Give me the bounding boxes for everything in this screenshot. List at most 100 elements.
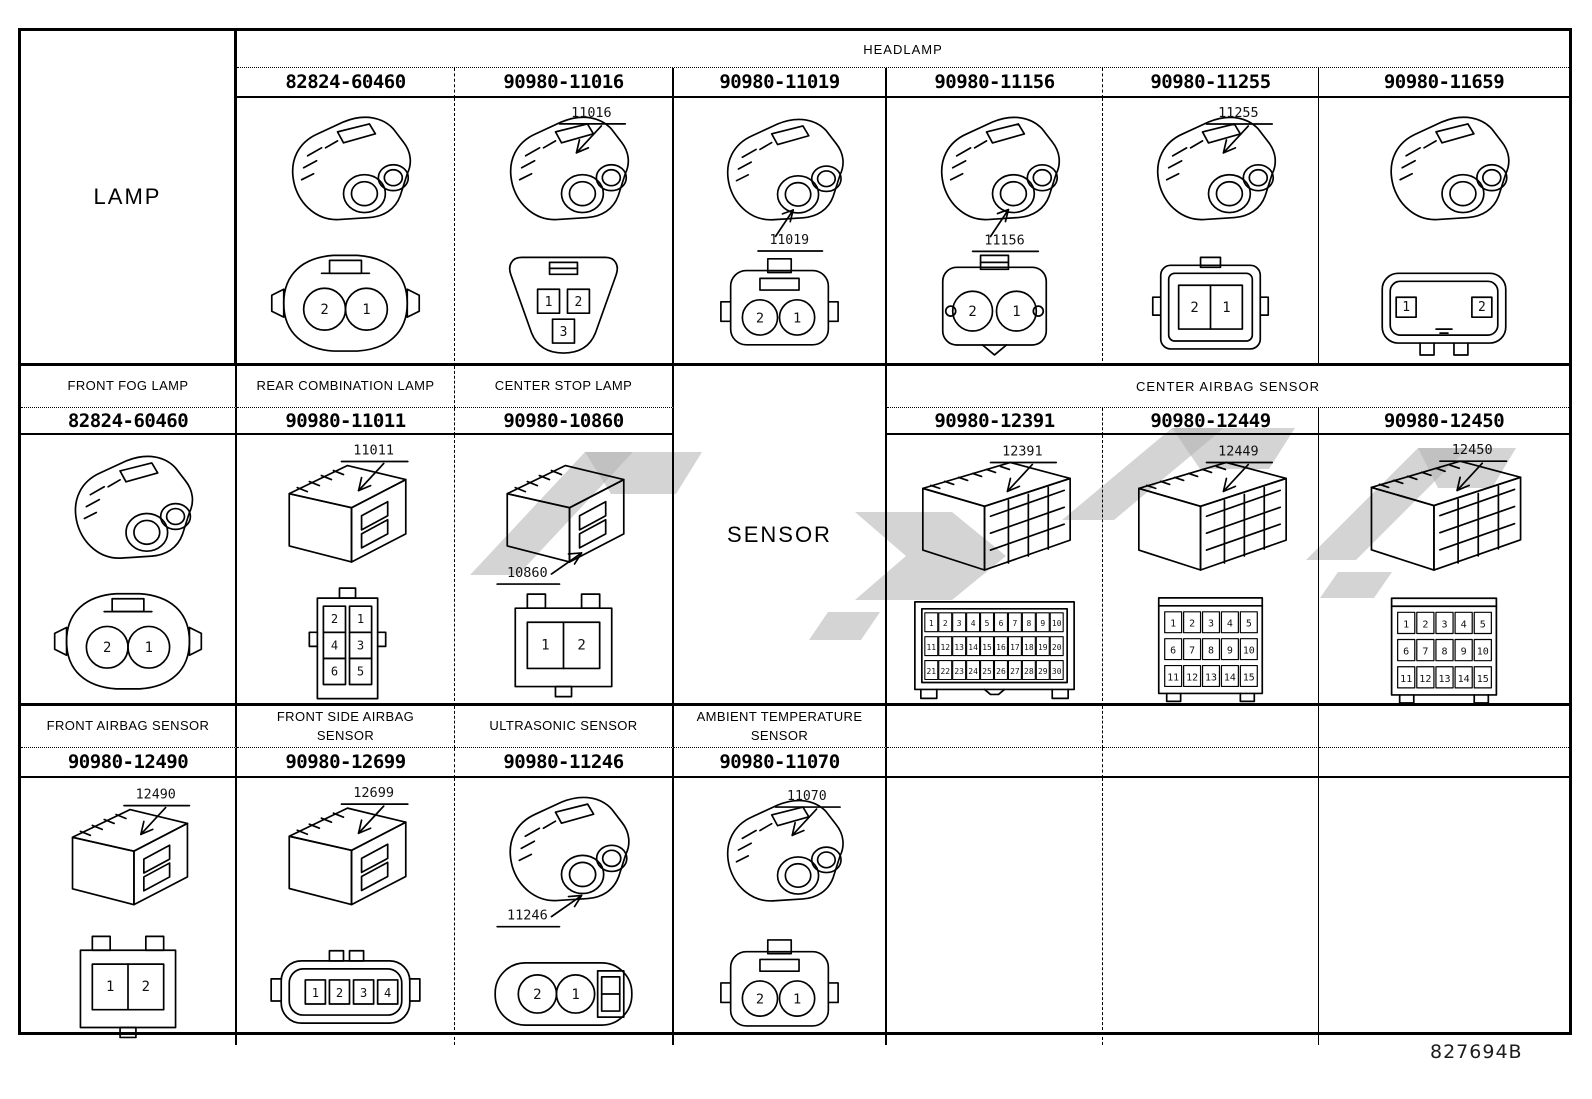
svg-text:1: 1 [1402,300,1410,315]
svg-text:11: 11 [1167,672,1179,683]
row-label-lamp: LAMP [21,31,237,366]
category-label: AMBIENT TEMPERATURE SENSOR [696,709,863,743]
svg-text:12490: 12490 [136,788,176,803]
svg-text:5: 5 [357,664,364,678]
svg-text:6: 6 [331,664,338,678]
svg-text:1: 1 [145,640,153,656]
svg-text:11019: 11019 [769,233,809,248]
svg-text:2: 2 [1190,300,1198,316]
svg-text:2: 2 [1189,619,1195,630]
svg-text:4: 4 [1227,619,1233,630]
empty-cell [1103,748,1319,778]
svg-text:10: 10 [1052,619,1062,628]
svg-text:7: 7 [1189,646,1195,657]
svg-text:8: 8 [1208,646,1214,657]
part-number: 90980-11246 [503,751,624,773]
svg-text:28: 28 [1024,667,1034,676]
category-label: CENTER STOP LAMP [494,378,633,394]
category-label: FRONT SIDE AIRBAG SENSOR [276,709,415,743]
svg-text:30: 30 [1052,667,1062,676]
category-label: FRONT AIRBAG SENSOR [46,718,210,734]
part-number: 90980-11070 [719,751,840,773]
part-number: 90980-12449 [1150,409,1271,432]
svg-text:2: 2 [577,637,585,653]
svg-text:1: 1 [357,612,364,626]
svg-text:3: 3 [1208,619,1214,630]
svg-text:15: 15 [982,643,992,652]
svg-text:1: 1 [1170,619,1176,630]
svg-text:15: 15 [1477,674,1489,685]
svg-text:2: 2 [943,619,948,628]
svg-text:2: 2 [331,612,338,626]
svg-text:6: 6 [1170,646,1176,657]
part-number: 90980-11659 [1383,71,1505,93]
svg-text:2: 2 [103,640,111,656]
svg-text:5: 5 [1246,619,1252,630]
svg-text:10860: 10860 [507,565,548,581]
svg-text:25: 25 [982,667,992,676]
category-label: REAR COMBINATION LAMP [256,378,435,394]
part-number: 90980-11156 [934,71,1055,93]
svg-text:9: 9 [1461,647,1467,658]
svg-text:2: 2 [320,302,328,318]
svg-text:9: 9 [1227,646,1233,657]
group-header-cas-text: CENTER AIRBAG SENSOR [1136,379,1320,394]
svg-text:1: 1 [312,986,319,1000]
part-number: 90980-10860 [503,409,624,432]
part-number: 90980-12391 [934,409,1055,432]
svg-text:12699: 12699 [353,785,394,801]
svg-text:3: 3 [957,619,962,628]
empty-cell [1319,706,1569,748]
part-number-cell: 90980-12391 [887,408,1103,435]
svg-text:3: 3 [1441,619,1447,630]
part-number-cell: 90980-11156 [887,68,1103,98]
watermark-shapes [470,428,1516,640]
part-number: 90980-11016 [503,71,624,93]
svg-text:4: 4 [331,638,338,652]
svg-text:4: 4 [384,986,391,1000]
category-label-cell: ULTRASONIC SENSOR [455,706,674,748]
svg-text:4: 4 [1461,619,1467,630]
svg-text:11011: 11011 [353,442,394,458]
svg-text:12449: 12449 [1218,445,1258,460]
part-number-cell: 90980-11255 [1103,68,1319,98]
svg-text:2: 2 [756,991,764,1007]
svg-text:21: 21 [927,667,937,676]
svg-text:11246: 11246 [507,908,548,924]
empty-cell [1319,778,1569,1045]
svg-text:6: 6 [1403,647,1409,658]
part-number: 82824-60460 [67,409,189,432]
svg-text:11016: 11016 [571,106,611,121]
svg-text:2: 2 [142,979,150,995]
svg-text:7: 7 [1013,619,1018,628]
svg-text:8: 8 [1026,619,1031,628]
empty-cell [887,748,1103,778]
svg-text:20: 20 [1052,643,1062,652]
svg-text:27: 27 [1010,667,1020,676]
svg-text:3: 3 [360,986,367,1000]
part-number: 90980-12490 [67,751,189,773]
svg-text:11255: 11255 [1218,106,1258,121]
svg-text:11156: 11156 [984,233,1024,248]
empty-cell [1319,748,1569,778]
part-number: 90980-12699 [285,751,406,773]
svg-text:1: 1 [1403,619,1409,630]
svg-text:23: 23 [954,667,964,676]
connector-table: LAMP HEADLAMP 82824-60460 90980-11016 90… [18,28,1572,1046]
figure-code: 827694B [1430,1041,1523,1063]
empty-cell [1103,778,1319,1046]
part-number-cell: 90980-12699 [237,748,455,778]
svg-text:12: 12 [1186,672,1198,683]
svg-text:13: 13 [954,643,964,652]
svg-text:15: 15 [1243,672,1255,683]
category-label-cell: AMBIENT TEMPERATURE SENSOR [674,706,887,748]
